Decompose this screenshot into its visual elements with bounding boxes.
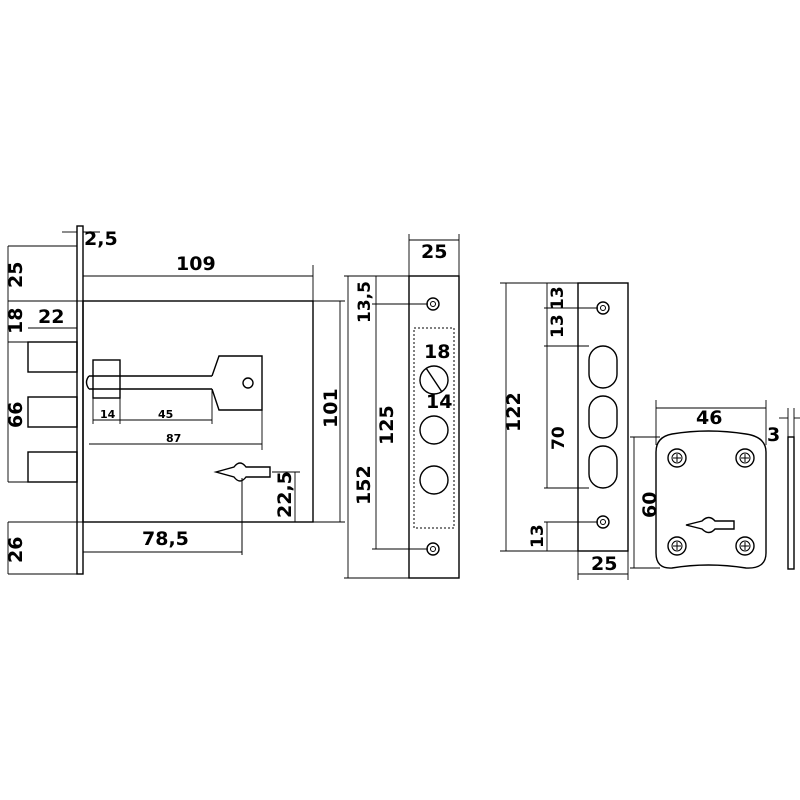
strike-plate — [577, 282, 629, 552]
dim-faceplate-top-hole: 13,5 — [355, 281, 375, 323]
dim-bolt-hole-inner: 14 — [426, 391, 452, 413]
bolt-top — [27, 341, 78, 373]
key-drawing — [85, 355, 263, 411]
escutcheon-side — [787, 436, 795, 570]
keyhole — [213, 462, 271, 482]
key-bow — [211, 355, 263, 411]
dim-key-shank: 45 — [158, 408, 173, 421]
bolt-hole-middle — [419, 415, 449, 445]
dim-faceplate-width: 25 — [421, 241, 447, 263]
strike-dimension-lines — [500, 282, 629, 580]
escutcheon-plate — [655, 430, 767, 569]
strike-slot-bottom — [588, 445, 618, 489]
key-shank — [85, 375, 212, 390]
dim-strike-bottom-hole: 13 — [528, 524, 548, 548]
dim-bottom-to-keyhole: 26 — [5, 537, 27, 563]
dim-faceplate-height: 152 — [353, 465, 375, 505]
dim-key-width: 14 — [100, 408, 116, 421]
dim-faceplate-hole-span: 125 — [376, 405, 398, 445]
dim-front-thickness: 2,5 — [84, 228, 118, 250]
dim-escutcheon-width: 46 — [696, 407, 722, 429]
escutcheon-screws — [667, 448, 755, 556]
strike-slot-top — [588, 345, 618, 389]
dim-bolt-span: 66 — [5, 402, 27, 428]
dim-bolt-height: 18 — [5, 308, 27, 334]
dim-strike-slot-span: 70 — [549, 426, 569, 450]
dim-bolt-hole-diameter: 18 — [424, 341, 450, 363]
bolt-middle — [27, 396, 78, 428]
body-dimension-lines — [7, 226, 345, 575]
dim-keyhole-height: 22,5 — [274, 471, 296, 518]
bolt-hole-top — [419, 365, 449, 395]
dim-bolt-projection: 22 — [38, 306, 64, 328]
escutcheon-dimension-lines — [630, 400, 800, 569]
dim-strike-top-hole: 13 — [548, 286, 568, 310]
bolt-hole-bottom — [419, 465, 449, 495]
dim-escutcheon-height: 60 — [639, 492, 661, 518]
strike-plate-view: 122 13 13 70 13 25 — [500, 282, 629, 580]
escutcheon-view: 46 60 3 — [630, 400, 800, 570]
dim-body-height: 101 — [320, 388, 342, 428]
dim-key-total: 87 — [166, 432, 181, 445]
dim-escutcheon-thickness: 3 — [767, 424, 780, 446]
bolt-bottom — [27, 451, 78, 483]
dim-body-width: 109 — [176, 253, 216, 275]
dim-strike-width: 25 — [591, 553, 617, 575]
key-bit — [92, 359, 121, 399]
dim-keyhole-offset: 78,5 — [142, 528, 189, 550]
escutcheon-keyhole — [685, 516, 735, 534]
strike-slot-middle — [588, 395, 618, 439]
faceplate-dimension-lines — [344, 234, 460, 579]
key-hole — [242, 377, 254, 389]
faceplate-view: 25 13,5 125 152 18 14 — [344, 234, 460, 579]
dim-top-to-bolt: 25 — [5, 262, 27, 288]
faceplate-hidden-case — [413, 327, 455, 529]
dim-strike-height: 122 — [503, 392, 525, 432]
dim-strike-hole-pitch: 13 — [548, 314, 568, 338]
lock-case — [82, 300, 314, 523]
lock-body-view: 2,5 109 25 18 22 66 26 14 45 87 22,5 78,… — [5, 225, 345, 575]
faceplate — [408, 275, 460, 579]
bolts — [27, 341, 78, 483]
